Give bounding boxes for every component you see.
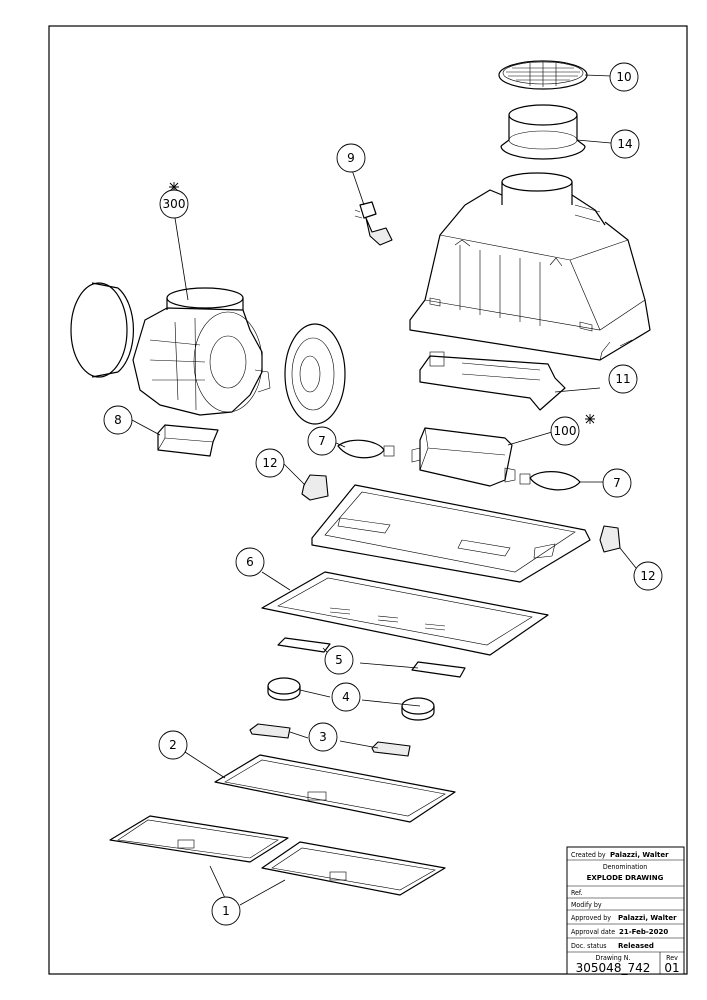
- drawing-number-label: Drawing N.: [596, 954, 631, 962]
- callout-label: 10: [616, 70, 631, 84]
- callout-balloon: 12: [255, 448, 285, 478]
- part-12-clip-left: [301, 474, 329, 501]
- part-1-filter-right: [261, 841, 446, 896]
- callout-circle: [255, 448, 285, 478]
- approval-date-value: 21-Feb-2020: [619, 928, 668, 936]
- callout-label: 8: [114, 413, 122, 427]
- callout-label: 14: [617, 137, 632, 151]
- callout-balloon: 1: [211, 896, 241, 926]
- callout-balloon: 9: [336, 143, 366, 173]
- callout-balloon: 3: [308, 722, 338, 752]
- callout-label: 100: [554, 424, 577, 438]
- callout-balloon: 100: [550, 416, 580, 446]
- callout-circle: [235, 547, 265, 577]
- leader-lines: [131, 74, 637, 906]
- part-100-transformer: [411, 427, 516, 487]
- part-12-clip-right: [599, 525, 621, 553]
- part-11-bracket: [419, 351, 601, 411]
- callout-balloon: 4: [331, 682, 361, 712]
- hood-body: [409, 172, 651, 361]
- part-14-collar: [500, 104, 586, 160]
- callout-circle: [331, 682, 361, 712]
- callout-balloon: 7: [602, 468, 632, 498]
- callout-label: 3: [319, 730, 327, 744]
- callout-balloon: 2: [158, 730, 188, 760]
- doc-status-label: Doc. status: [571, 942, 607, 950]
- callout-label: 2: [169, 738, 177, 752]
- callout-label: 6: [246, 555, 254, 569]
- part-6-frame: [261, 571, 549, 656]
- part-1-filter-left: [109, 815, 289, 863]
- callout-balloon: 7: [307, 426, 337, 456]
- part-10-grill: [498, 60, 588, 90]
- created-by-label: Created by: [571, 851, 606, 859]
- part-9-connector: [354, 201, 393, 246]
- callout-circle: [103, 405, 133, 435]
- callout-circle: [609, 62, 639, 92]
- denomination-label: Denomination: [603, 863, 647, 871]
- asterisk-mark-100: [585, 414, 595, 424]
- part-7-lamp-left: [337, 439, 395, 459]
- callout-circle: [324, 645, 354, 675]
- callout-label: 7: [613, 476, 621, 490]
- callout-balloon: 6: [235, 547, 265, 577]
- callout-label: 1: [222, 904, 230, 918]
- callout-balloon: 11: [608, 364, 638, 394]
- callout-label: 11: [615, 372, 630, 386]
- approved-by-label: Approved by: [571, 914, 611, 922]
- callout-circle: [158, 730, 188, 760]
- part-4-holder-left: [267, 677, 301, 701]
- part-3-switch-right: [371, 741, 411, 757]
- part-4-holder-right: [401, 697, 435, 721]
- callout-label: 12: [262, 456, 277, 470]
- callout-circle: [307, 426, 337, 456]
- part-8-capacitor: [157, 424, 219, 457]
- modify-by-label: Modify by: [571, 901, 602, 909]
- callout-balloon: 5: [324, 645, 354, 675]
- ref-label: Ref.: [571, 889, 583, 897]
- callout-label: 9: [347, 151, 355, 165]
- part-2-filter-frame: [214, 754, 456, 823]
- callout-label: 12: [640, 569, 655, 583]
- approval-date-label: Approval date: [571, 928, 615, 936]
- callout-balloons: 10 14 9 300 11 8 100 7 7 12 12 6 5 4 3 2 1: [103, 62, 663, 926]
- callout-label: 5: [335, 653, 343, 667]
- part-5-cover-right: [411, 661, 466, 678]
- callout-circle: [211, 896, 241, 926]
- part-5-cover-left: [277, 637, 331, 653]
- created-by-value: Palazzi, Walter: [610, 851, 669, 859]
- callout-balloon: 10: [609, 62, 639, 92]
- part-3-switch-left: [249, 723, 291, 739]
- doc-status-value: Released: [618, 942, 654, 950]
- callout-circle: [336, 143, 366, 173]
- callout-balloon: 8: [103, 405, 133, 435]
- callout-balloon: 300: [159, 189, 189, 219]
- callout-circle: [550, 416, 580, 446]
- callout-balloon: 12: [633, 561, 663, 591]
- callout-label: 300: [163, 197, 186, 211]
- callout-label: 7: [318, 434, 326, 448]
- callout-label: 4: [342, 690, 350, 704]
- sheet-border: [48, 25, 688, 975]
- callout-circle: [633, 561, 663, 591]
- revision-value: 01: [664, 961, 679, 975]
- revision-label: Rev: [666, 954, 678, 962]
- callout-circle: [608, 364, 638, 394]
- callout-circle: [308, 722, 338, 752]
- drawing-number-value: 305048_742: [576, 961, 651, 975]
- approved-by-value: Palazzi, Walter: [618, 914, 677, 922]
- denomination-value: EXPLODE DRAWING: [587, 874, 664, 882]
- callout-circle: [610, 129, 640, 159]
- callout-circle: [602, 468, 632, 498]
- callout-circle: [159, 189, 189, 219]
- part-7-lamp-right: [519, 471, 581, 491]
- title-block: Created by Palazzi, Walter Denomination …: [566, 846, 685, 975]
- callout-balloon: 14: [610, 129, 640, 159]
- part-300-motor: [70, 282, 346, 425]
- lamp-panel: [311, 484, 591, 583]
